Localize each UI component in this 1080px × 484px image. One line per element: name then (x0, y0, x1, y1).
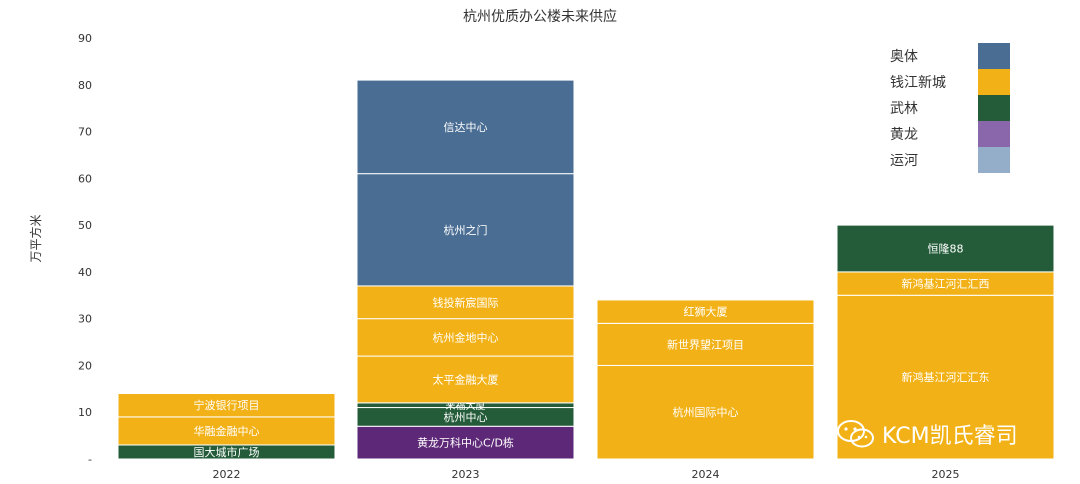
bar-segment-label: 杭州金地中心 (433, 330, 499, 344)
bar-segment-label: 新鸿基江河汇汇西 (902, 277, 990, 291)
x-tick-label: 2025 (932, 468, 960, 481)
bar-segment-label: 信达中心 (444, 121, 488, 134)
y-tick-label: 80 (78, 79, 92, 92)
bar-segment (836, 224, 1055, 273)
watermark: KCM凯氏睿司 (836, 418, 1018, 450)
bar-segment (356, 318, 575, 357)
bar-segment-label: 新鸿基江河汇汇东 (902, 370, 990, 384)
watermark-text: KCM凯氏睿司 (882, 424, 1018, 449)
y-tick-label: 50 (78, 219, 92, 232)
y-tick-label: 20 (78, 359, 92, 372)
bar-segment-label: 杭州国际中心 (673, 405, 739, 419)
legend-swatch (978, 121, 1010, 147)
bar-segment (356, 355, 575, 404)
legend-swatch (978, 95, 1010, 121)
bar-segment-label: 杭州之门 (444, 223, 488, 237)
wechat-icon (837, 420, 874, 448)
bar-segment (356, 173, 575, 287)
y-axis-label: 万平方米 (28, 214, 43, 262)
legend-label: 钱江新城 (890, 75, 946, 91)
x-tick-label: 2022 (213, 468, 241, 481)
y-tick-label: 30 (78, 313, 92, 326)
bar-segment (356, 79, 575, 175)
y-tick-label: 40 (78, 266, 92, 279)
bar-segment (356, 285, 575, 320)
y-tick-label: 10 (78, 406, 92, 419)
bar-segment-label: 华融金融中心 (194, 424, 260, 438)
bar-segment-label: 杭州中心 (444, 410, 488, 424)
bar-segment-label: 钱投新宸国际 (433, 295, 499, 309)
bar-segment-label: 黄龙万科中心C/D栋 (417, 436, 514, 450)
y-tick-label: - (88, 453, 92, 466)
bar-segment (596, 364, 815, 460)
legend-label: 武林 (890, 101, 918, 117)
legend-swatch (978, 147, 1010, 173)
bar-segment-label: 宁波银行项目 (194, 398, 260, 412)
bar-segment-label: 新世界望江项目 (667, 337, 744, 351)
y-tick-label: 70 (78, 126, 92, 139)
legend-label: 奥体 (890, 48, 918, 65)
bar-segment-label: 恒隆88 (928, 242, 964, 256)
legend-swatch (978, 69, 1010, 95)
bar-segment (117, 393, 336, 418)
chart-title: 杭州优质办公楼未来供应 (463, 9, 617, 25)
x-tick-label: 2023 (452, 468, 480, 481)
bar-segment (356, 425, 575, 460)
x-tick-label: 2024 (692, 468, 720, 481)
y-tick-label: 60 (78, 172, 92, 185)
legend-label: 运河 (890, 153, 918, 169)
y-tick-label: 90 (78, 32, 92, 45)
legend-label: 黄龙 (890, 126, 918, 143)
bar-segment-label: 太平金融大厦 (433, 372, 499, 386)
bar-segment (596, 322, 815, 366)
bar-segment-label: 红狮大厦 (684, 305, 728, 319)
bar-segment (836, 294, 1055, 460)
legend-swatch (978, 43, 1010, 69)
bar-segment-label: 国大城市广场 (194, 445, 260, 459)
bar-segment (117, 416, 336, 446)
bar-segment (596, 299, 815, 324)
